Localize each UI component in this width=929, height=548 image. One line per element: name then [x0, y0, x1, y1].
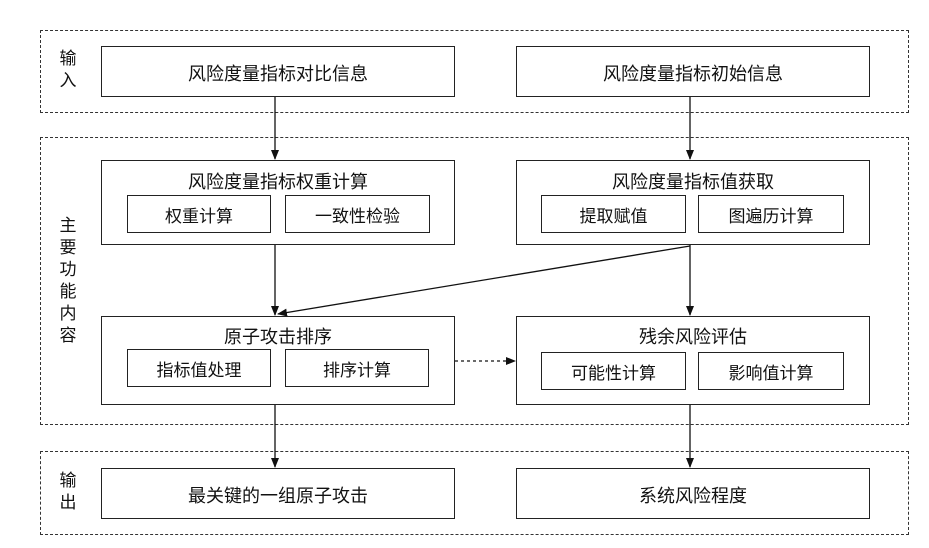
arrow-value-to-sort: [278, 246, 690, 314]
